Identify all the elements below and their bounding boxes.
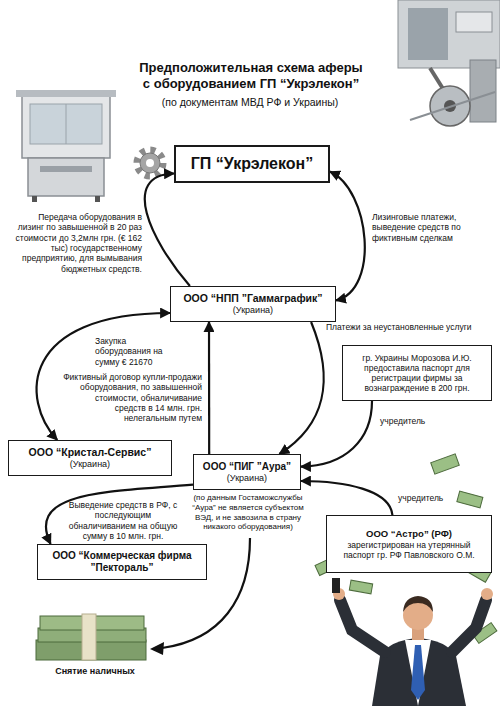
flow-arrow: [208, 322, 210, 454]
box-heading: ООО “Астро” (РФ): [366, 528, 452, 539]
edge-label: Лизинговые платежи, выведение средств по…: [372, 212, 494, 243]
box-heading: гр. Украины Морозова И.Ю. предоставила п…: [347, 353, 487, 394]
machine-illustration-right: [398, 0, 500, 126]
box-body: зарегистрирован на утерянный паспорт гр.…: [331, 540, 487, 560]
flow-arrow: [279, 322, 323, 454]
gear-icon: [137, 150, 163, 176]
entity-box: гр. Украины Морозова И.Ю. предоставила п…: [342, 345, 492, 401]
box-heading: ООО “ПИГ ”Аура”: [203, 461, 291, 473]
box-body: (Украина): [70, 459, 110, 470]
diagram-title: Предположительная схема аферы с оборудов…: [138, 60, 364, 93]
edge-label: учредитель: [398, 493, 478, 503]
box-heading: ООО “Коммерческая фирма ”Пектораль”: [42, 550, 202, 574]
edge-label: учредитель: [380, 416, 460, 426]
box-heading: ООО “НПП ”Гаммаграфик”: [183, 292, 322, 305]
entity-box: ГП “Укрэлекон”: [174, 145, 330, 183]
edge-label: Выведение средств в РФ, с последующим об…: [64, 500, 182, 541]
box-body: (Украина): [227, 473, 267, 484]
edge-label: Платежи за неустановленные услуги: [326, 322, 492, 332]
flow-arrow: [145, 174, 190, 287]
entity-box: ООО “ПИГ ”Аура”(Украина): [193, 454, 301, 490]
box-body: (Украина): [233, 305, 273, 316]
entity-box: ООО “НПП ”Гаммаграфик”(Украина): [170, 286, 336, 322]
note-label: Снятие наличных: [40, 666, 150, 677]
box-heading: ООО “Кристал-Сервис”: [29, 446, 152, 459]
edge-label: Передача оборудования в лизинг по завыше…: [10, 212, 142, 274]
flow-arrow: [46, 485, 193, 544]
entity-box: ООО “Астро” (РФ)зарегистрирован на утеря…: [326, 515, 492, 573]
box-heading: ГП “Укрэлекон”: [191, 154, 313, 173]
machine-illustration-left: [16, 90, 116, 202]
edge-label: Фиктивный договор купли-продажи оборудов…: [62, 372, 202, 424]
subtitle-note: (по документам МВД РФ и Украины): [120, 96, 380, 109]
edge-label: Закупка оборудования на сумму € 21670: [95, 336, 175, 367]
businessman-illustration: [332, 578, 493, 706]
money-pile: [36, 614, 146, 660]
entity-box: ООО “Коммерческая фирма ”Пектораль”: [37, 544, 207, 580]
flow-arrow: [301, 481, 392, 515]
note-label: (по данным Гостаможслужбы “Аура” не явля…: [192, 493, 304, 532]
flow-arrow: [330, 172, 365, 301]
entity-box: ООО “Кристал-Сервис”(Украина): [8, 440, 172, 476]
flow-arrow: [301, 401, 372, 467]
